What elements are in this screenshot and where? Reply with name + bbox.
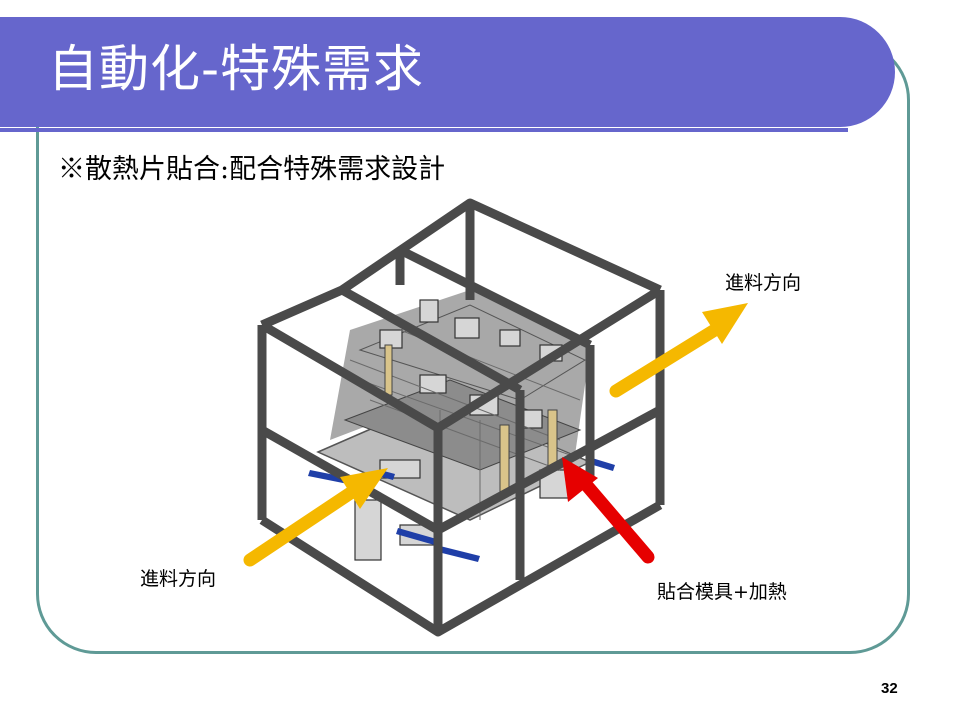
bonding-fixture-label: 貼合模具+加熱 (657, 581, 787, 603)
machine-3d-render (257, 198, 665, 637)
slide-subtitle: ※散熱片貼合:配合特殊需求設計 (58, 154, 446, 185)
feed-direction-label-bottom: 進料方向 (140, 568, 217, 590)
page-number: 32 (881, 680, 898, 697)
blue-rails (308, 458, 615, 562)
feed-direction-arrow-bottom (243, 468, 388, 567)
title-banner (0, 17, 895, 127)
machine-frame (257, 198, 665, 637)
feed-direction-label-top: 進料方向 (725, 272, 802, 294)
feed-direction-arrow-top (609, 303, 748, 398)
title-underline (0, 128, 848, 132)
slide-title: 自動化-特殊需求 (48, 40, 425, 98)
bonding-fixture-arrow (562, 457, 655, 564)
